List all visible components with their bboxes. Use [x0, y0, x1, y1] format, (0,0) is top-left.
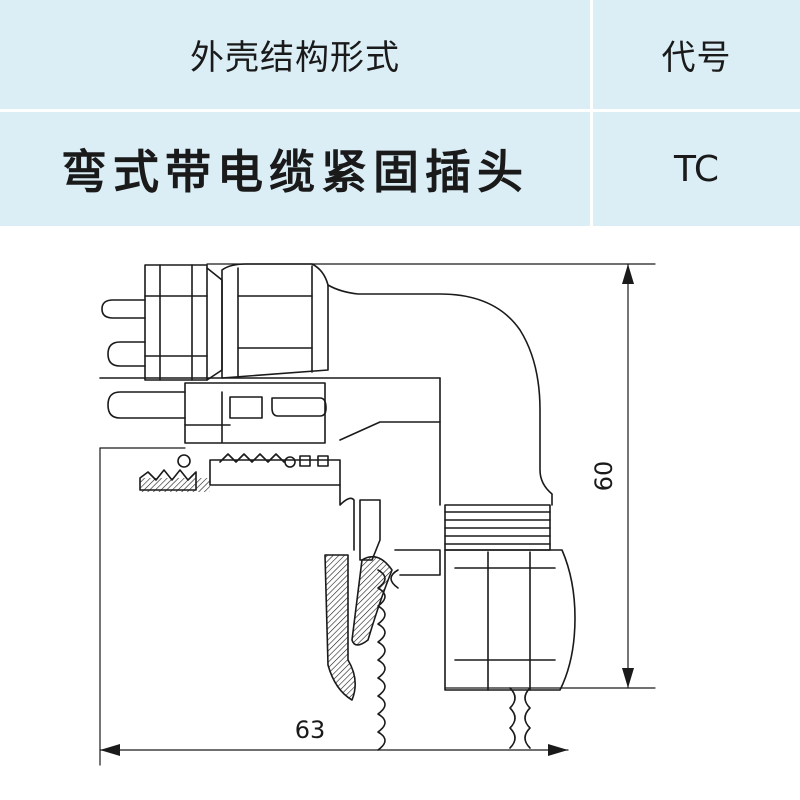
coupling-nut: [144, 264, 223, 381]
dimension-width: [99, 744, 569, 756]
dimension-height-label: 60: [590, 461, 618, 492]
gland-nut: [444, 549, 576, 691]
elbow-housing: [99, 284, 553, 506]
header-structure: 外壳结构形式: [0, 0, 593, 112]
structure-code: TC: [593, 112, 800, 226]
header-code: 代号: [593, 0, 800, 112]
hex-body: [221, 263, 329, 379]
pin-middle: [107, 341, 146, 367]
pin-top: [101, 299, 146, 319]
pin-lower: [107, 391, 186, 419]
cable-clamp-section: [324, 499, 441, 701]
corrugated-cable: [377, 569, 531, 751]
spec-table: 外壳结构形式 代号 弯式带电缆紧固插头 TC: [0, 0, 800, 226]
thread-section: [444, 504, 551, 551]
dimension-width-label: 63: [295, 716, 326, 744]
dimension-height: [622, 263, 634, 689]
connector-drawing: 60 63: [99, 263, 656, 766]
contact-insert: [184, 382, 327, 444]
seal-spring-section: [139, 421, 441, 551]
structure-name: 弯式带电缆紧固插头: [0, 112, 593, 226]
